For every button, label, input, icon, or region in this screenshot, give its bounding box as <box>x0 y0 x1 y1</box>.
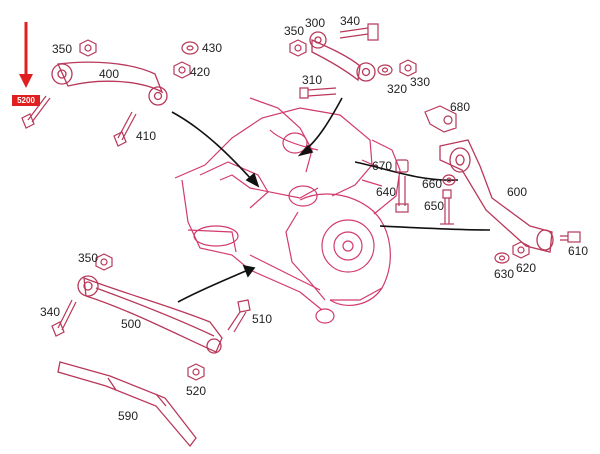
label-350-right: 350 <box>284 24 305 38</box>
bolt-310 <box>299 87 337 99</box>
label-340-left: 340 <box>40 305 61 319</box>
label-630: 630 <box>494 267 515 281</box>
bracket-680 <box>424 105 457 133</box>
highlighted-part-label: 5200 <box>12 95 40 106</box>
nut-420 <box>173 61 191 79</box>
label-350-top: 350 <box>52 42 73 56</box>
label-400: 400 <box>99 67 120 81</box>
label-680: 680 <box>450 100 471 114</box>
highlighted-bolt <box>21 95 51 129</box>
control-arm-400 <box>51 61 168 106</box>
label-500: 500 <box>121 317 142 331</box>
nut-660 <box>442 174 456 186</box>
label-330: 330 <box>410 75 431 89</box>
washer-430 <box>181 41 199 55</box>
label-610: 610 <box>568 244 589 258</box>
connector-arrows <box>171 97 491 303</box>
label-300: 300 <box>305 16 326 30</box>
label-320: 320 <box>387 82 408 96</box>
washer-320 <box>377 64 393 76</box>
label-620: 620 <box>516 261 537 275</box>
arm-600 <box>439 139 554 253</box>
pointer-arrow <box>19 22 33 88</box>
label-510: 510 <box>252 312 273 326</box>
washer-630 <box>494 252 510 264</box>
bolt-640 <box>395 176 409 213</box>
label-340-top: 340 <box>340 14 361 28</box>
label-310: 310 <box>302 73 323 87</box>
label-350-left: 350 <box>78 251 99 265</box>
label-590: 590 <box>118 409 139 423</box>
label-660: 660 <box>422 177 443 191</box>
nut-330 <box>399 59 417 77</box>
bolt-610 <box>560 231 581 243</box>
bolt-650 <box>440 189 454 225</box>
nut-350-top <box>79 39 97 57</box>
label-650: 650 <box>424 199 445 213</box>
bolt-510 <box>227 299 251 333</box>
bolt-410 <box>113 111 137 147</box>
label-410: 410 <box>136 129 157 143</box>
label-670: 670 <box>372 159 393 173</box>
nut-620 <box>512 241 530 259</box>
arm-500 <box>77 275 223 354</box>
nut-350-right <box>289 39 307 57</box>
bolt-340-top <box>339 23 379 41</box>
nut-520 <box>187 363 205 381</box>
label-600: 600 <box>507 185 528 199</box>
bolt-340-left <box>51 299 77 337</box>
label-420: 420 <box>190 65 211 79</box>
label-430: 430 <box>202 41 223 55</box>
subframe <box>174 97 401 324</box>
label-640: 640 <box>376 185 397 199</box>
label-520: 520 <box>186 384 207 398</box>
bushing-670 <box>395 159 409 173</box>
nut-350-left <box>95 253 113 271</box>
link-590 <box>57 361 197 448</box>
control-arm-300 <box>309 31 376 82</box>
